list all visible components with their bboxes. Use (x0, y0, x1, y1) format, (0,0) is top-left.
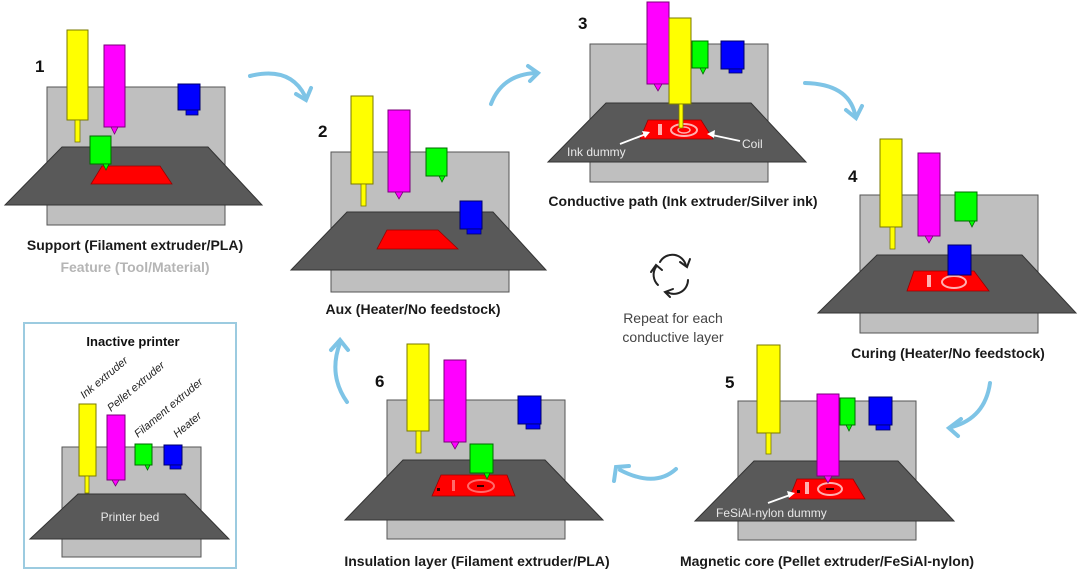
arrow-step6-to-step2 (333, 341, 349, 404)
heater (163, 444, 183, 470)
heater (459, 200, 483, 235)
step-number: 2 (318, 122, 327, 141)
ink-extruder (406, 343, 430, 454)
printed-part-insulated (431, 474, 516, 497)
ink-extruder (350, 95, 374, 207)
arrow-head (945, 417, 963, 438)
arrow-head (526, 64, 542, 83)
pellet-extruder (103, 44, 126, 135)
filament-extruder (839, 397, 856, 432)
step-caption: Conductive path (Ink extruder/Silver ink… (548, 193, 817, 209)
filament-extruder (691, 40, 709, 75)
heater (177, 83, 201, 116)
printed-part-base (376, 229, 460, 250)
ink-dummy-trace (658, 124, 662, 135)
fesial-dummy-pointer (767, 494, 791, 504)
heater (517, 395, 542, 430)
step-caption: Curing (Heater/No feedstock) (851, 345, 1045, 361)
coil-label: Coil (742, 137, 763, 151)
arrow-head (612, 464, 631, 483)
arrow-step1-to-step2 (248, 71, 307, 98)
repeat-cycle-icon (650, 253, 691, 298)
step-caption: Magnetic core (Pellet extruder/FeSiAl-ny… (680, 553, 974, 569)
arrow-step2-to-step3 (489, 71, 537, 106)
ink-dummy-trace (927, 275, 931, 287)
pellet-extruder (816, 393, 840, 484)
arrow-head (329, 336, 350, 352)
coil-trace (941, 275, 967, 289)
pellet-extruder (387, 109, 411, 200)
printed-part-coil (639, 119, 714, 140)
magnetic-core-dot (826, 488, 834, 490)
arrow-step3-to-step4 (803, 81, 857, 116)
step-caption: Insulation layer (Filament extruder/PLA) (344, 553, 609, 569)
ink-dummy-pointer-head (642, 131, 650, 138)
fesial-dummy-pointer-head (787, 491, 795, 498)
printed-part-base (90, 165, 173, 185)
ink-extruder (668, 17, 692, 129)
step-caption: Aux (Heater/No feedstock) (325, 301, 500, 317)
pellet-extruder (917, 152, 941, 244)
magnetic-core-dot (477, 485, 484, 487)
step-3: Ink dummy Coil 3 Conductive path (Ink ex… (546, 1, 818, 209)
flow-arrows (248, 64, 992, 483)
ink-extruder (78, 403, 97, 494)
ink-dummy-trace (452, 480, 455, 491)
filament-extruder (469, 443, 494, 480)
arrow-step5-to-step6 (618, 467, 678, 481)
ink-dummy-pointer (619, 133, 647, 145)
ink-extruder (66, 29, 89, 143)
filament-extruder (134, 443, 153, 471)
legend-inactive-printer: Inactive printer Printer bed Ink extrude… (23, 322, 237, 569)
ink-dummy-trace (805, 482, 809, 494)
arrow-step4-to-step5 (950, 381, 992, 429)
printer-bed (28, 493, 231, 540)
arrow-head (294, 86, 313, 103)
step-2: 2 Aux (Heater/No feedstock) (289, 95, 548, 317)
step-number: 5 (725, 373, 734, 392)
pellet-extruder (106, 414, 126, 487)
filament-extruder (954, 191, 978, 228)
legend-title: Inactive printer (86, 334, 179, 349)
coil-pointer-head (707, 130, 715, 138)
repeat-note-line1: Repeat for each (623, 310, 723, 326)
step-number: 4 (848, 167, 858, 186)
caption-legend-feature: Feature (Tool/Material) (60, 259, 209, 275)
step-caption: Support (Filament extruder/PLA) (27, 237, 243, 253)
step-1: 1 Support (Filament extruder/PLA) Featur… (3, 29, 264, 275)
heater (720, 40, 745, 74)
step-5: FeSiAl-nylon dummy 5 Magnetic core (Pell… (680, 344, 974, 569)
step-number: 1 (35, 57, 44, 76)
ink-dummy-label: Ink dummy (567, 145, 626, 159)
heater (868, 396, 893, 431)
pellet-extruder (646, 1, 670, 92)
heater (947, 244, 972, 276)
coil-trace (670, 123, 698, 137)
step-6: 6 Insulation layer (Filament extruder/PL… (343, 343, 610, 569)
coil-trace (817, 482, 843, 496)
coil-pointer (711, 134, 741, 142)
arrow-head (844, 104, 864, 122)
pellet-extruder (443, 359, 467, 450)
repeat-note: Repeat for each conductive layer (622, 253, 724, 345)
ink-extruder (756, 344, 781, 455)
filament-extruder (425, 147, 448, 183)
fesial-dummy-dot (437, 488, 440, 491)
step-number: 3 (578, 14, 587, 33)
fesial-dummy-label: FeSiAl-nylon dummy (716, 506, 827, 520)
printer-bed-label: Printer bed (101, 510, 160, 524)
ink-extruder (879, 138, 903, 250)
fesial-dummy-dot (797, 490, 800, 493)
coil-trace-inner (677, 126, 691, 134)
coil-trace (467, 479, 495, 493)
step-4: 4 Curing (Heater/No feedstock) (816, 138, 1078, 361)
filament-extruder (89, 135, 112, 171)
repeat-note-line2: conductive layer (622, 329, 724, 345)
step-number: 6 (375, 372, 384, 391)
